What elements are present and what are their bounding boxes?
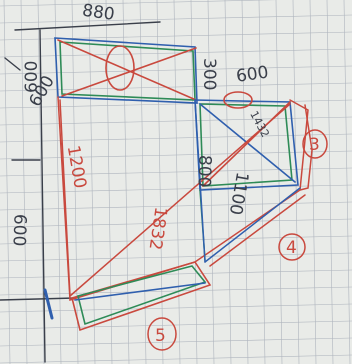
grid-line-horizontal	[0, 303, 352, 313]
grid-line-vertical	[224, 0, 232, 364]
grid-line-horizontal	[0, 286, 352, 296]
mid-vertical-blue	[194, 99, 206, 263]
label-right-top: 300	[199, 58, 219, 90]
top-wall-line	[14, 21, 161, 31]
grid-line-vertical	[173, 0, 181, 364]
circle-4	[278, 233, 306, 261]
mid-to-right-blue	[204, 187, 301, 263]
circle-5	[147, 317, 177, 351]
grid-line-horizontal	[0, 116, 352, 126]
bottom-wall-line	[0, 297, 76, 301]
label-800: 800	[193, 155, 214, 188]
grid-line-vertical	[275, 0, 283, 364]
grid-line-vertical	[122, 0, 130, 364]
grid-line-vertical	[292, 0, 300, 364]
grid-line-horizontal	[0, 167, 352, 177]
wall-frame	[0, 21, 161, 363]
bottom-quad	[43, 261, 212, 332]
grid-line-horizontal	[0, 354, 352, 364]
top-rect-blue	[54, 37, 198, 104]
top-rect-diagonal-2	[61, 47, 197, 97]
label-bottom-left: 600	[9, 214, 30, 247]
grid-line-horizontal	[0, 65, 352, 75]
bottom-quad-green	[77, 265, 207, 326]
red-long-diagonal	[69, 103, 291, 297]
left-wall-line	[39, 29, 46, 363]
circle-3	[302, 129, 328, 159]
right-square-arc	[223, 91, 253, 109]
grid-line-vertical	[3, 0, 11, 364]
section-circles	[147, 129, 328, 351]
red-left-edge	[59, 99, 71, 297]
bottom-left-marker	[43, 288, 54, 320]
top-rect-diagonal-1	[57, 39, 197, 101]
grid-line-horizontal	[0, 269, 352, 279]
grid-line-vertical	[37, 0, 45, 364]
label-top-width: 880	[81, 1, 116, 25]
grid-line-vertical	[190, 0, 198, 364]
bottom-quad-blue	[74, 282, 206, 301]
label-circle-3: 3	[309, 135, 320, 155]
grid-line-vertical	[20, 0, 28, 364]
top-rect-circle	[105, 45, 135, 91]
middle-section	[194, 99, 313, 267]
grid-line-vertical	[88, 0, 96, 364]
mid-to-right-red	[209, 194, 306, 267]
left-tick	[4, 57, 21, 71]
grid-line-horizontal	[0, 184, 352, 194]
right-edge-red	[299, 104, 313, 191]
grid-line-horizontal	[0, 218, 352, 228]
grid-line-vertical	[71, 0, 79, 364]
grid-line-horizontal	[0, 235, 352, 245]
label-left-height: 600	[22, 61, 42, 93]
bottom-quad-red	[71, 261, 212, 332]
grid-line-horizontal	[0, 0, 278, 7]
grid-line-vertical	[309, 0, 317, 364]
grid-line-horizontal	[0, 320, 352, 330]
grid-line-horizontal	[0, 252, 352, 262]
label-right-600: 600	[235, 63, 270, 87]
grid-line-horizontal	[0, 150, 352, 160]
grid-line-vertical	[326, 0, 334, 364]
label-circle-4: 4	[286, 238, 297, 258]
grid-line-horizontal	[0, 82, 352, 92]
grid-line-vertical	[343, 0, 351, 364]
grid-line-vertical	[207, 0, 215, 364]
grid-line-horizontal	[0, 14, 352, 24]
label-circle-5: 5	[155, 326, 166, 346]
grid-line-vertical	[156, 0, 164, 364]
grid-line-horizontal	[0, 337, 352, 347]
grid-line-vertical	[241, 0, 249, 364]
grid-line-horizontal	[0, 48, 352, 58]
